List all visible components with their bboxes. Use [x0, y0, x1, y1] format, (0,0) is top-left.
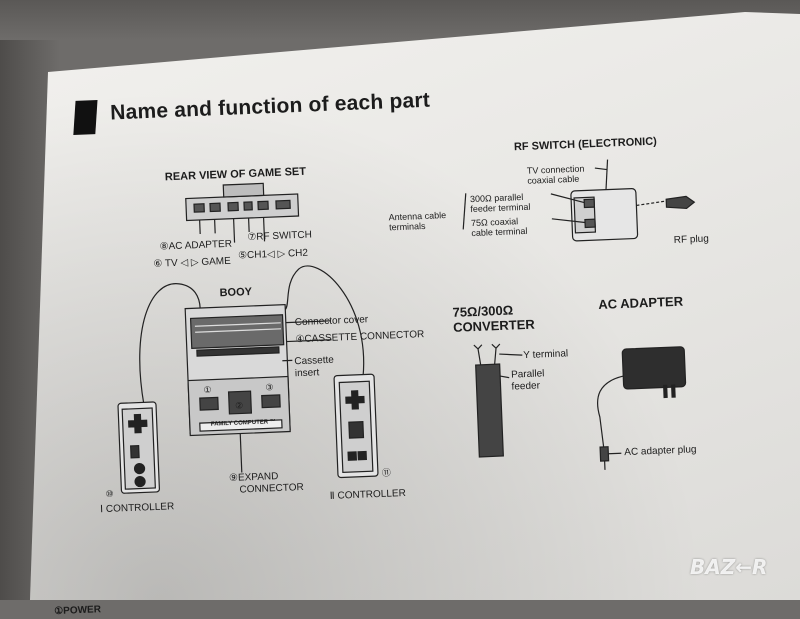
label-rf-plug: RF plug [674, 234, 709, 246]
label-antenna-terminals: terminals [389, 222, 426, 233]
label-expand: ⑨EXPAND [229, 471, 279, 484]
label-y-terminal: Y terminal [523, 348, 568, 361]
controller-1-number: ⑩ [105, 490, 113, 500]
controller-2-drawing [334, 374, 378, 478]
label-cassette-insert-2: insert [295, 367, 320, 379]
slot-2-number: ② [235, 401, 243, 411]
body-heading: BOOY [219, 286, 252, 299]
slot-3-number: ③ [265, 383, 273, 393]
controller-2-number: ⑪ [382, 469, 391, 479]
converter-drawing [474, 343, 526, 457]
footer-power-label: ①POWER [54, 604, 101, 617]
slot-1-number: ① [203, 386, 211, 396]
label-parallel: Parallel [511, 368, 545, 380]
label-feeder: feeder [511, 380, 540, 392]
watermark-logo: BAZ←R [690, 555, 767, 579]
label-coaxial-cable: coaxial cable [527, 175, 579, 187]
controller-1-drawing [118, 402, 160, 493]
label-cassette-insert: Cassette [294, 355, 334, 368]
